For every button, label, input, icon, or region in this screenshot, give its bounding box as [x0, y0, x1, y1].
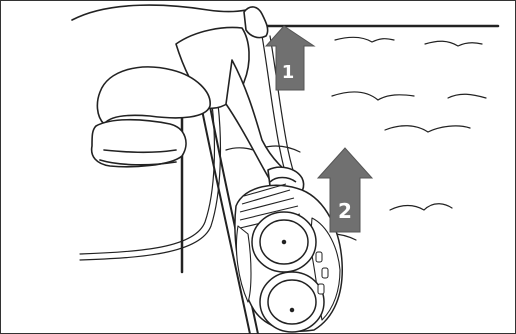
step-2-arrow: 2: [316, 147, 374, 233]
person-arm: [71, 4, 305, 200]
float-disk-upper: [251, 211, 317, 273]
side-details: [315, 251, 329, 295]
step-1-arrow: 1: [264, 25, 316, 91]
person-leg: [90, 66, 211, 168]
step-2-label: 2: [338, 199, 352, 223]
float-disk-lower: [259, 271, 325, 333]
step-1-label: 1: [282, 62, 295, 83]
pool-cleaner-robot: [234, 176, 343, 333]
